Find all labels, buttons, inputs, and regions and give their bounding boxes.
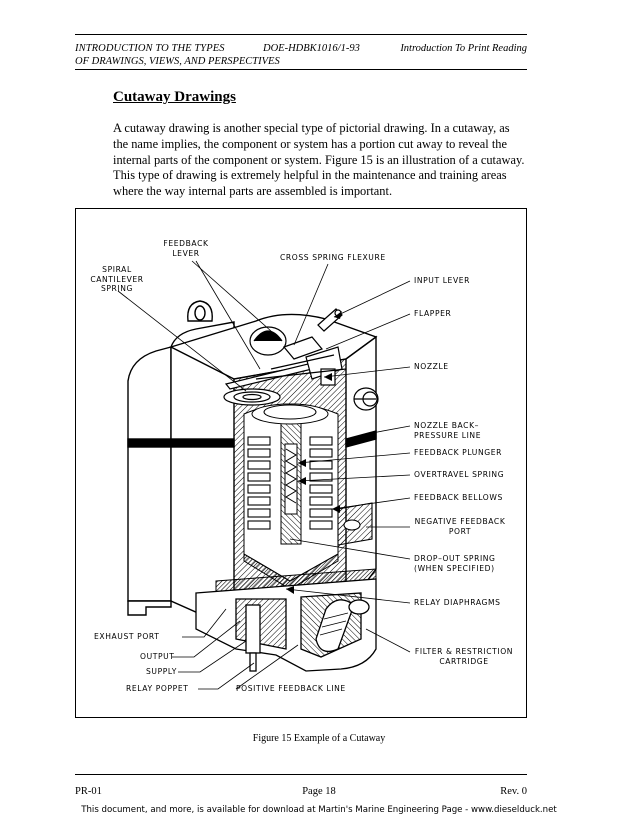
label-spiral-line1: SPIRAL <box>102 265 132 274</box>
label-spiral-line2: CANTILEVER <box>90 274 144 284</box>
cutaway-illustration <box>117 260 411 690</box>
section-paragraph: A cutaway drawing is another special typ… <box>113 121 525 199</box>
label-relay-poppet: RELAY POPPET <box>126 684 189 693</box>
figure-frame: FEEDBACK LEVER CROSS SPRING FLEXURE SPIR… <box>75 208 527 718</box>
label-nozzle-back-pressure-line: NOZZLE BACK– PRESSURE LINE <box>414 421 481 440</box>
label-neg-feedback-line2: PORT <box>448 526 472 536</box>
relay-block <box>195 578 377 672</box>
label-neg-feedback-line1: NEGATIVE FEEDBACK <box>414 517 506 526</box>
label-filter-restriction-cartridge: FILTER & RESTRICTION CARTRIDGE <box>412 647 516 666</box>
footer-module-id: PR-01 <box>75 786 102 797</box>
header-chapter-title: Introduction To Print Reading <box>400 43 527 54</box>
header-top-rule <box>75 34 527 35</box>
label-spiral-cantilever-spring: SPIRAL CANTILEVER SPRING <box>86 265 148 294</box>
label-feedback-lever-line2: LEVER <box>172 248 200 258</box>
label-feedback-lever-line1: FEEDBACK <box>163 239 209 248</box>
leader-lines <box>117 260 411 690</box>
label-feedback-plunger: FEEDBACK PLUNGER <box>414 448 503 457</box>
header-document-number: DOE-HDBK1016/1-93 <box>263 43 360 54</box>
figure-caption: Figure 15 Example of a Cutaway <box>252 733 386 744</box>
header-left-line1: INTRODUCTION TO THE TYPES <box>75 43 225 54</box>
label-overtravel-spring: OVERTRAVEL SPRING <box>414 470 505 479</box>
label-cross-spring-flexure: CROSS SPRING FLEXURE <box>280 253 386 262</box>
label-feedback-lever: FEEDBACK LEVER <box>158 239 214 258</box>
section-title: Cutaway Drawings <box>113 89 236 105</box>
cutaway-section <box>215 358 377 650</box>
label-supply: SUPPLY <box>146 667 177 676</box>
header-left-line2: OF DRAWINGS, VIEWS, AND PERSPECTIVES <box>75 56 280 67</box>
label-nozzle-back-line2: PRESSURE LINE <box>414 430 482 440</box>
footer-page-number: Page 18 <box>302 786 336 797</box>
label-negative-feedback-port: NEGATIVE FEEDBACK PORT <box>410 517 510 536</box>
label-input-lever: INPUT LEVER <box>414 276 471 285</box>
label-relay-diaphragms: RELAY DIAPHRAGMS <box>414 598 501 607</box>
label-nozzle: NOZZLE <box>414 362 449 371</box>
label-nozzle-back-line1: NOZZLE BACK– <box>414 421 480 430</box>
label-flapper: FLAPPER <box>414 309 452 318</box>
label-dropout-line1: DROP–OUT SPRING <box>414 554 496 563</box>
label-output: OUTPUT <box>140 652 175 661</box>
label-drop-out-spring: DROP–OUT SPRING (WHEN SPECIFIED) <box>414 554 496 573</box>
negative-feedback-port <box>337 502 373 546</box>
label-dropout-line2: (WHEN SPECIFIED) <box>414 563 495 573</box>
label-exhaust-port: EXHAUST PORT <box>94 632 160 641</box>
label-spiral-line3: SPRING <box>100 284 134 293</box>
header-bottom-rule <box>75 69 527 70</box>
download-note: This document, and more, is available fo… <box>81 805 557 815</box>
label-filter-line2: CARTRIDGE <box>439 656 489 666</box>
label-filter-line1: FILTER & RESTRICTION <box>414 647 514 656</box>
label-feedback-bellows: FEEDBACK BELLOWS <box>414 493 503 502</box>
label-positive-feedback-line: POSITIVE FEEDBACK LINE <box>236 684 346 693</box>
footer-revision: Rev. 0 <box>500 786 527 797</box>
footer-rule <box>75 774 527 775</box>
